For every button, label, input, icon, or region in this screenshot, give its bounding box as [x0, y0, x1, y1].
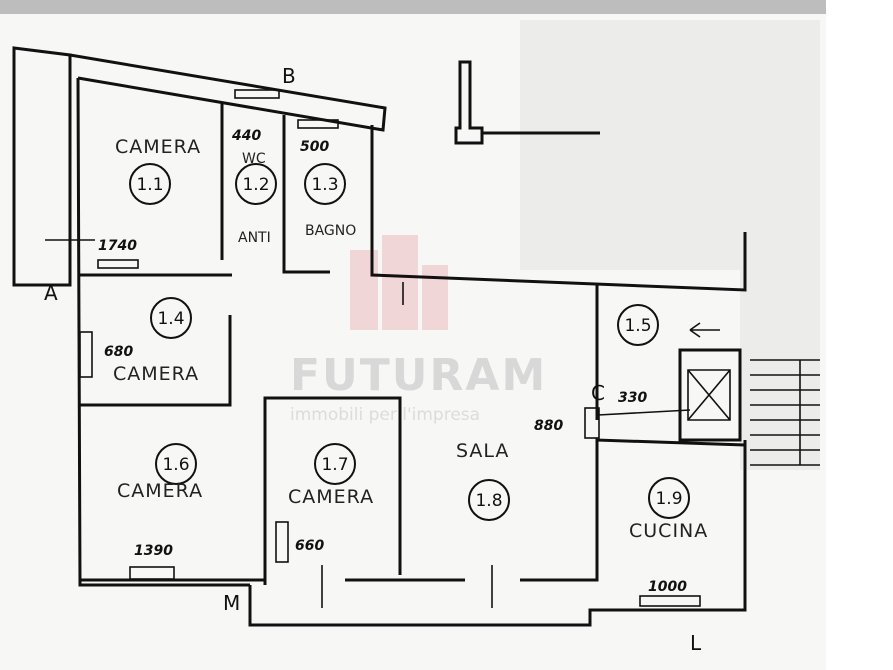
stair-steps: [750, 359, 820, 466]
room-circle-1-3: [304, 163, 346, 205]
watermark-subtitle: immobili per l'impresa: [290, 405, 480, 425]
room-name-1-2: WC: [242, 151, 266, 167]
room-name-1-4: CAMERA: [113, 363, 199, 385]
elevator-shaft: [687, 369, 731, 421]
north-east-wall: [370, 125, 747, 292]
pipe-line: [597, 409, 691, 416]
marker-m: M: [223, 591, 240, 615]
right-margin: [826, 0, 893, 670]
dim-1-6: 1390: [134, 543, 173, 559]
room-code-1-6: 1.6: [162, 455, 189, 475]
room-name-1-6: CAMERA: [117, 480, 203, 502]
room-codes: 1.1 1.2 1.3 1.4 1.5 1.6 1.7 1.8 1.9: [136, 175, 682, 511]
top-scan-band: [0, 0, 826, 14]
dim-1-8: 880: [534, 418, 563, 434]
dim-1-9: 1000: [648, 579, 687, 595]
marker-b: B: [282, 64, 296, 88]
room-circle-1-9: [648, 477, 690, 519]
room-code-1-7: 1.7: [321, 455, 348, 475]
room-name-1-9: CUCINA: [629, 520, 708, 542]
wall-bedroom-7: [263, 396, 402, 585]
scan-speckle-right: [520, 20, 820, 470]
watermark-logo-right: [422, 265, 448, 330]
room-code-1-4: 1.4: [157, 309, 184, 329]
room-circle-1-6: [155, 443, 197, 485]
room-circle-1-5: [617, 304, 659, 346]
room-circle-1-8: [468, 479, 510, 521]
room-name-1-1: CAMERA: [115, 136, 201, 158]
south-wall: [248, 440, 747, 627]
dim-1-2: 440: [231, 128, 261, 144]
radiator-1-8: [584, 407, 600, 439]
radiator-1-6: [129, 566, 175, 580]
label-bagno: BAGNO: [305, 223, 356, 239]
entrance-arrow: [689, 322, 720, 338]
wall-kitchen: [520, 438, 746, 582]
room-code-1-1: 1.1: [136, 175, 163, 195]
room-names: CAMERA WC CAMERA CAMERA CAMERA SALA CUCI…: [113, 136, 708, 542]
watermark-title: FUTURAM: [290, 350, 547, 401]
room-code-1-5: 1.5: [624, 316, 651, 336]
left-exterior-block: [12, 46, 72, 287]
room-code-1-3: 1.3: [311, 175, 338, 195]
radiators: [79, 89, 701, 607]
north-wall: [69, 53, 387, 132]
room-circle-1-4: [150, 297, 192, 339]
radiator-1-4: [79, 331, 93, 378]
dim-1-7: 660: [295, 538, 324, 554]
room-code-1-8: 1.8: [475, 491, 502, 511]
watermark-logo-mid: [382, 235, 418, 330]
wall-bagno-west: [282, 115, 330, 274]
watermark-logo-left: [350, 250, 378, 330]
radiator-1-9: [639, 595, 701, 607]
walls: [12, 46, 747, 627]
room-code-1-9: 1.9: [655, 489, 682, 509]
room-circles: [129, 163, 690, 521]
door-marks: [45, 239, 720, 608]
radiator-1-3: [297, 119, 339, 129]
room-circle-1-1: [129, 163, 171, 205]
radiator-1-7: [275, 521, 289, 563]
radiator-1-1: [97, 259, 139, 269]
marker-a: A: [44, 281, 58, 305]
room-name-1-7: CAMERA: [288, 486, 374, 508]
dim-330: 330: [618, 390, 647, 406]
marker-l: L: [690, 631, 702, 655]
room-circle-1-2: [235, 163, 277, 205]
room-name-1-8: SALA: [456, 440, 509, 462]
stairs: [750, 359, 820, 466]
dim-1-3: 500: [300, 139, 329, 155]
section-markers: A B C M L: [44, 64, 702, 655]
room-circle-1-7: [314, 443, 356, 485]
dim-1-4: 680: [104, 344, 133, 360]
wall-bedroom-4-south: [80, 315, 232, 407]
dimensions: 440 500 680 1390 660 880 1000 1740 330: [98, 128, 687, 595]
marker-c: C: [591, 381, 605, 405]
label-anti: ANTI: [238, 230, 271, 246]
dim-1740: 1740: [98, 238, 137, 254]
west-wall: [76, 77, 250, 587]
radiator-1-2: [234, 89, 280, 99]
column-outline: [454, 60, 484, 145]
room-code-1-2: 1.2: [242, 175, 269, 195]
